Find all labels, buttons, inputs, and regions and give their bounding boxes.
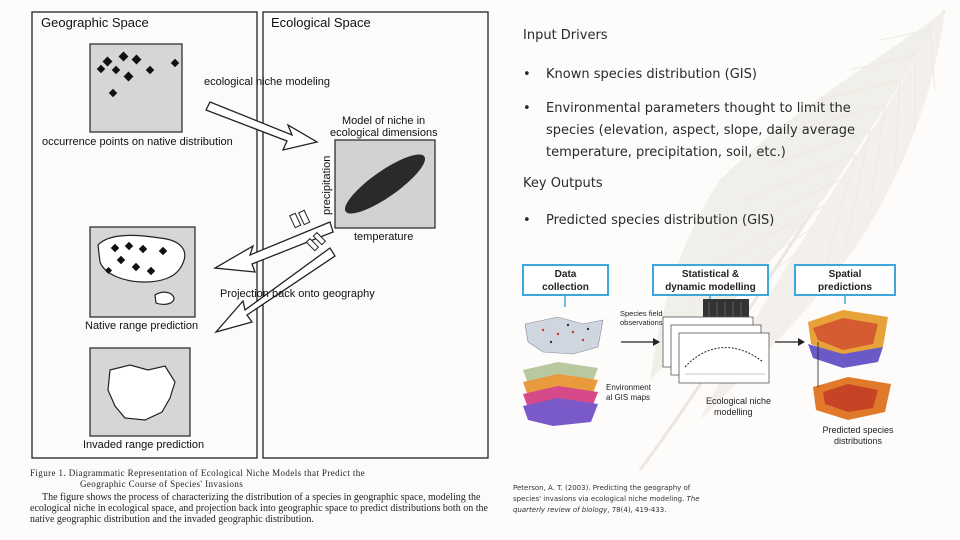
box3-line2: predictions	[818, 282, 872, 293]
workflow-diagram: Data collection Statistical & dynamic mo…	[522, 264, 896, 446]
prediction-map-top	[808, 310, 888, 368]
box2-line2: dynamic modelling	[665, 282, 756, 293]
spatial-predictions-box	[794, 264, 896, 296]
eco-niche-line1: Ecological niche	[706, 396, 771, 406]
occurrence-label: occurrence points on native distribution	[42, 136, 233, 148]
model-label-1: Model of niche in	[342, 115, 425, 127]
y-axis-label: precipitation	[321, 156, 333, 215]
eco-space-title: Ecological Space	[271, 15, 371, 30]
observation-map	[524, 316, 604, 355]
caption-heading-line1: Figure 1. Diagrammatic Representation of…	[30, 468, 366, 478]
caption-body: The figure shows the process of characte…	[30, 492, 488, 525]
input-bullet-1-text: Known species distribution (GIS)	[546, 67, 757, 82]
caption-heading: Figure 1. Diagrammatic Representation of…	[30, 468, 492, 490]
data-collection-box	[522, 264, 609, 296]
citation-volume: , 78(4), 419-433.	[607, 506, 667, 514]
output-bullet-1-text: Predicted species distribution (GIS)	[546, 213, 775, 228]
niche-model-figure: Geographic Space Ecological Space ecolog…	[30, 10, 492, 530]
bullet-icon: •	[523, 67, 531, 82]
gis-layer-stack	[523, 362, 598, 426]
output-bullet-1: • Predicted species distribution (GIS)	[523, 210, 863, 232]
x-axis-label: temperature	[354, 231, 413, 243]
bullet-icon: •	[523, 101, 531, 116]
box1-line1: Data	[555, 269, 577, 280]
predicted-line2: distributions	[834, 436, 883, 446]
statistical-modelling-box	[652, 264, 769, 296]
arrow-to-invaded	[214, 247, 336, 334]
input-heading: Input Drivers	[523, 28, 608, 43]
model-label-2: ecological dimensions	[330, 127, 438, 139]
input-bullet-2: • Environmental parameters thought to li…	[523, 98, 863, 164]
prediction-map-bottom	[813, 377, 891, 420]
box3-line1: Spatial	[829, 269, 862, 280]
output-heading: Key Outputs	[523, 176, 603, 191]
box2-line1: Statistical &	[682, 269, 739, 280]
eco-modeling-label: ecological niche modeling	[204, 76, 330, 88]
species-field-line1: Species field	[620, 309, 663, 318]
geo-space-title: Geographic Space	[41, 15, 149, 30]
box1-line2: collection	[542, 282, 589, 293]
predicted-line1: Predicted species	[822, 425, 894, 435]
species-field-line2: observations	[620, 318, 663, 327]
native-label: Native range prediction	[85, 320, 198, 332]
env-line2: al GIS maps	[606, 393, 650, 402]
citation-text: Peterson, A. T. (2003). Predicting the g…	[513, 484, 691, 503]
invaded-label: Invaded range prediction	[83, 439, 204, 451]
bullet-icon: •	[523, 213, 531, 228]
response-curve-plot	[678, 332, 770, 384]
eco-niche-line2: modelling	[714, 407, 753, 417]
input-bullet-1: • Known species distribution (GIS)	[523, 64, 863, 86]
env-line1: Environment	[606, 383, 652, 392]
niche-ellipse	[344, 154, 426, 214]
content-panel: Input Drivers • Known species distributi…	[523, 28, 863, 232]
citation: Peterson, A. T. (2003). Predicting the g…	[513, 483, 713, 516]
projection-label: Projection back onto geography	[220, 288, 375, 300]
niche-diagram: Geographic Space Ecological Space ecolog…	[31, 11, 489, 459]
input-bullet-2-text: Environmental parameters thought to limi…	[546, 101, 856, 160]
arrow-to-model	[205, 101, 319, 151]
caption-heading-line2: Geographic Course of Species' Invasions	[80, 479, 244, 489]
citation-journal: The quarterly review of biology	[513, 495, 700, 514]
